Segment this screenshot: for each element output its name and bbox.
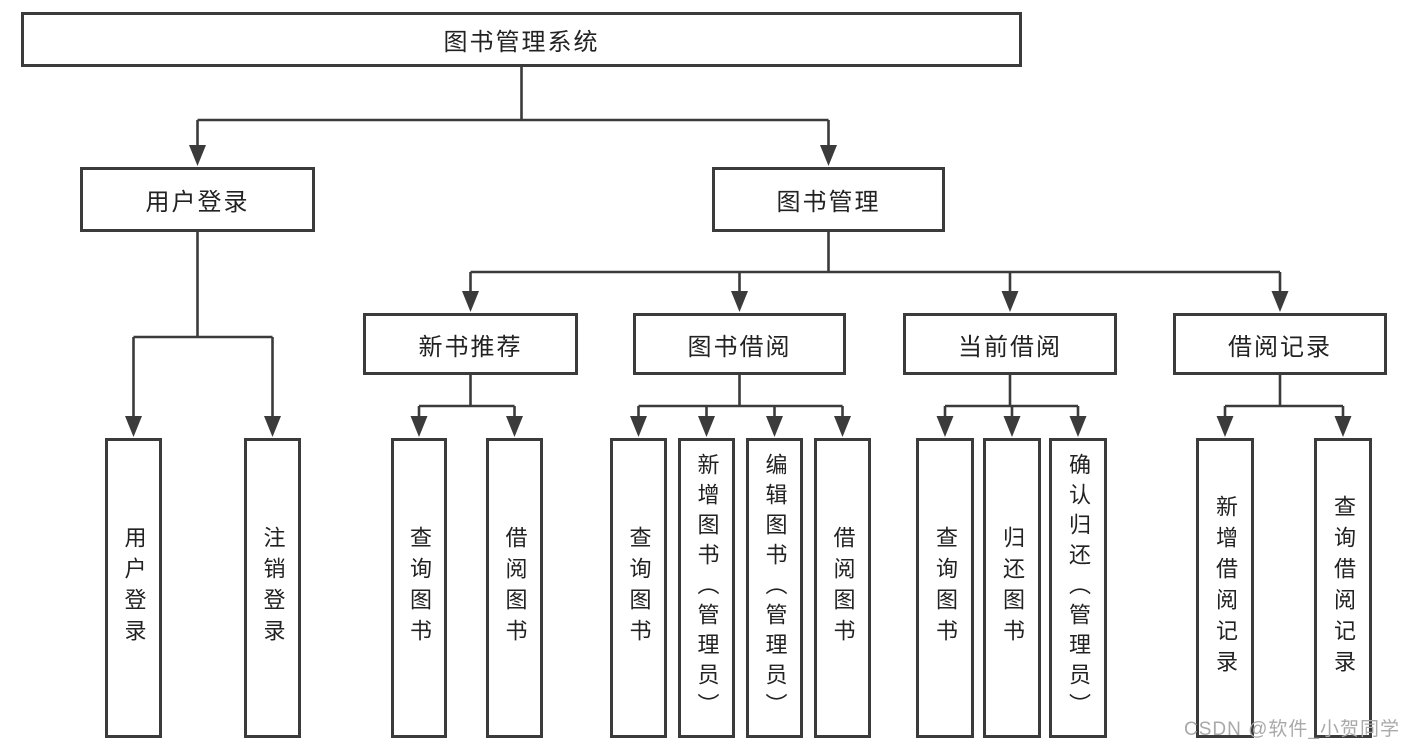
leaf-return-books: 归还图书: [983, 438, 1041, 738]
connector-book-borrow: [637, 375, 844, 421]
leaf-borrow-books: 借阅图书: [814, 438, 871, 738]
leaf-recommend-query-books-label: 查询图书: [407, 526, 432, 650]
connector-user-login-arrowheads: [125, 416, 281, 437]
connector-book-management-arrowheads: [462, 291, 1289, 312]
node-book-management: 图书管理: [712, 167, 945, 232]
leaf-user-login-label: 用户登录: [121, 526, 147, 650]
leaf-add-books-admin: 新增图书（管理员）: [678, 438, 735, 738]
leaf-confirm-return-admin: 确认归还（管理员）: [1049, 438, 1107, 738]
node-root-system-label: 图书管理系统: [443, 29, 600, 56]
leaf-add-borrow-record: 新增借阅记录: [1196, 438, 1254, 738]
node-book-management-label: 图书管理: [776, 189, 881, 216]
node-user-login-label: 用户登录: [145, 189, 250, 216]
leaf-add-books-admin-label: 新增图书（管理员）: [694, 453, 720, 723]
node-root-system: 图书管理系统: [21, 12, 1022, 67]
connector-book-borrow-arrowheads: [630, 416, 851, 437]
leaf-recommend-borrow-books: 借阅图书: [486, 438, 543, 738]
leaf-confirm-return-admin-label: 确认归还（管理员）: [1066, 453, 1091, 723]
connector-new-book-recommend-arrowheads: [410, 416, 523, 437]
leaf-current-query-books-label: 查询图书: [933, 526, 958, 650]
leaf-edit-books-admin: 编辑图书（管理员）: [746, 438, 803, 738]
connector-user-login: [132, 232, 274, 421]
node-book-borrow-label: 图书借阅: [687, 333, 792, 361]
leaf-query-borrow-record: 查询借阅记录: [1314, 438, 1372, 738]
connector-borrow-record: [1223, 375, 1345, 421]
csdn-watermark: CSDN @软件_小贺同学: [1184, 719, 1400, 740]
node-book-borrow: 图书借阅: [633, 313, 846, 375]
connector-root: [196, 67, 830, 150]
connector-current-borrow-arrowheads: [936, 416, 1087, 437]
leaf-return-books-label: 归还图书: [1000, 526, 1025, 650]
node-user-login: 用户登录: [80, 167, 315, 232]
leaf-logout: 注销登录: [244, 438, 301, 738]
leaf-query-borrow-record-label: 查询借阅记录: [1331, 495, 1356, 681]
leaf-borrow-books-label: 借阅图书: [830, 526, 856, 650]
leaf-edit-books-admin-label: 编辑图书（管理员）: [762, 453, 788, 723]
leaf-user-login: 用户登录: [105, 438, 162, 738]
connector-new-book-recommend: [417, 375, 516, 421]
node-current-borrow: 当前借阅: [903, 313, 1117, 375]
node-new-book-recommend-label: 新书推荐: [418, 333, 523, 361]
node-borrow-record-label: 借阅记录: [1228, 333, 1332, 361]
leaf-borrow-query-books-label: 查询图书: [626, 526, 652, 650]
node-borrow-record: 借阅记录: [1173, 313, 1387, 375]
node-new-book-recommend: 新书推荐: [363, 313, 578, 375]
leaf-borrow-query-books: 查询图书: [610, 438, 667, 738]
leaf-recommend-query-books: 查询图书: [391, 438, 447, 738]
connector-borrow-record-arrowheads: [1216, 416, 1352, 437]
node-current-borrow-label: 当前借阅: [958, 333, 1062, 361]
leaf-current-query-books: 查询图书: [916, 438, 974, 738]
connector-current-borrow: [943, 375, 1080, 421]
connector-book-management: [469, 232, 1282, 296]
leaf-recommend-borrow-books-label: 借阅图书: [502, 526, 528, 650]
leaf-logout-label: 注销登录: [260, 526, 286, 650]
leaf-add-borrow-record-label: 新增借阅记录: [1213, 495, 1238, 681]
connector-root-arrowheads: [189, 145, 837, 166]
